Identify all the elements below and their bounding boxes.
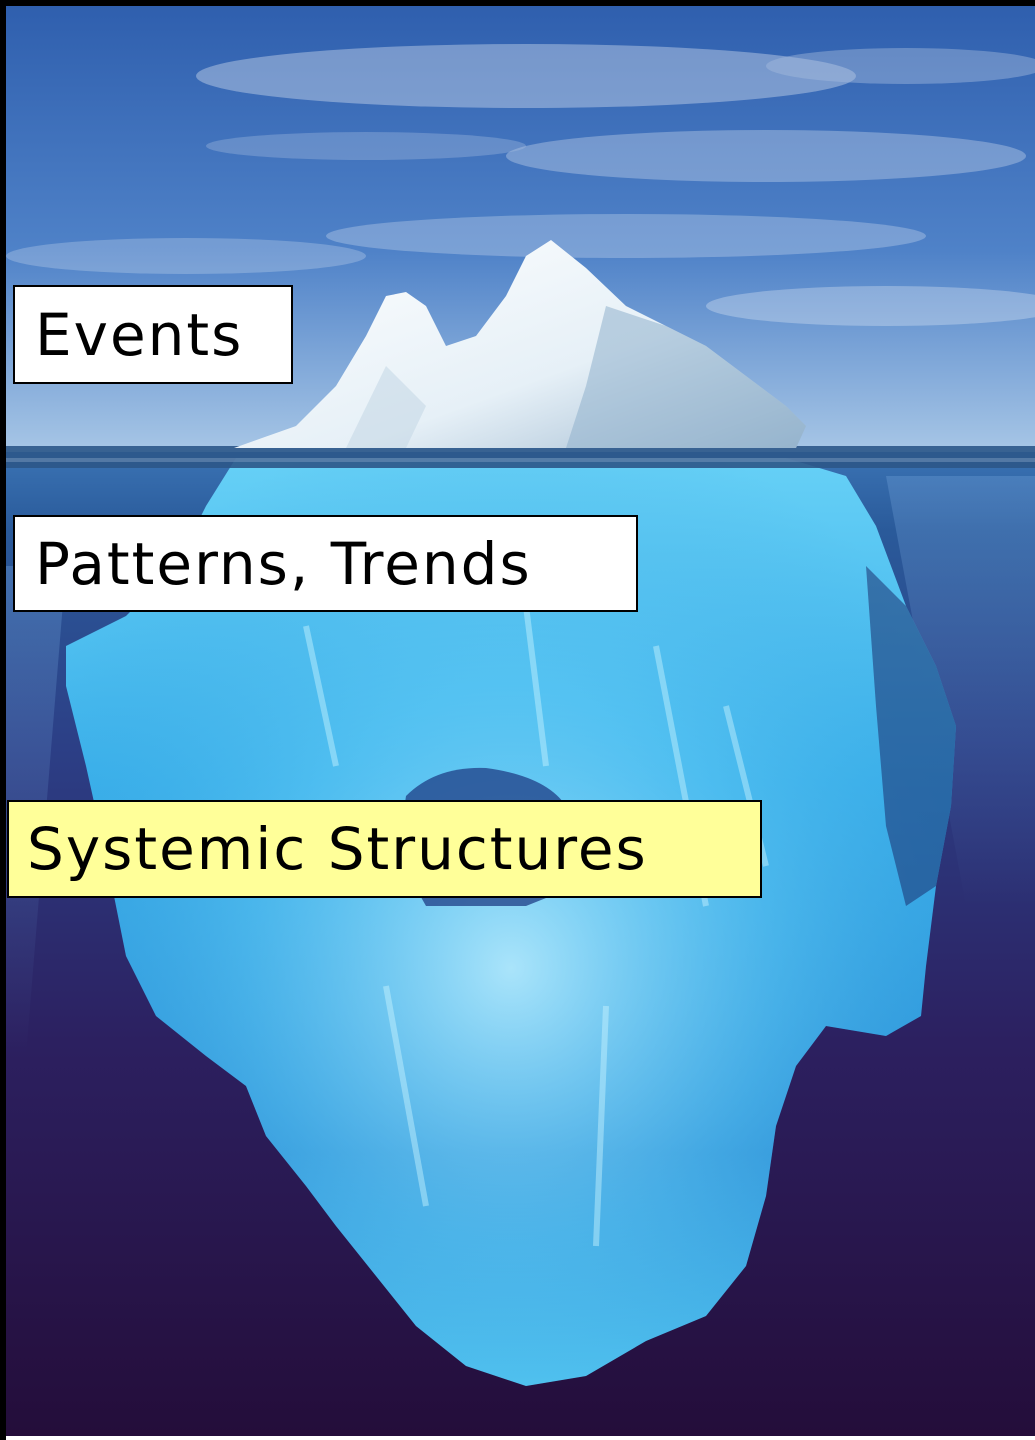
systemic-structures-label-text: Systemic Structures — [27, 815, 648, 883]
iceberg-tip-shade — [566, 306, 806, 448]
events-label: Events — [13, 285, 293, 384]
iceberg-scene — [6, 6, 1035, 1436]
iceberg-illustration — [6, 6, 1035, 1436]
events-label-text: Events — [35, 300, 244, 369]
patterns-trends-label-text: Patterns, Trends — [35, 529, 532, 598]
iceberg-shadow-right — [866, 566, 956, 906]
frame-top-border — [0, 0, 1035, 6]
patterns-trends-label: Patterns, Trends — [13, 515, 638, 612]
iceberg-underwater-glow — [66, 458, 956, 1386]
frame-left-border — [0, 0, 6, 1440]
systemic-structures-label: Systemic Structures — [7, 800, 762, 898]
waterline — [6, 446, 1035, 468]
clouds — [6, 44, 1035, 326]
